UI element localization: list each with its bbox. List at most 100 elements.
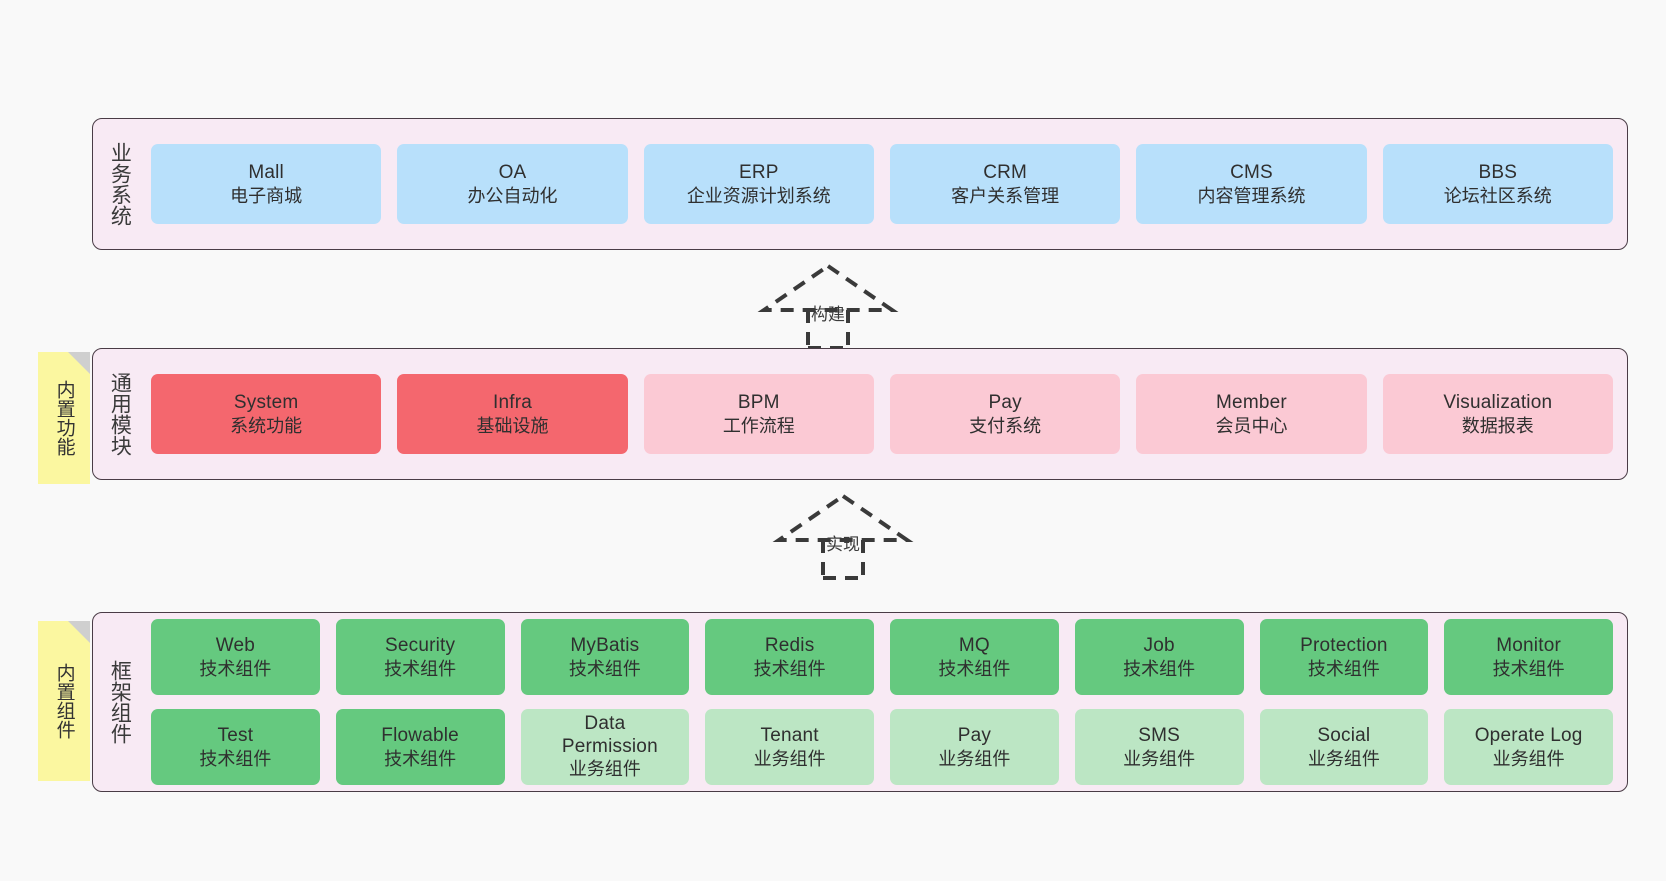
card-crm[interactable]: CRM 客户关系管理 [889,144,1121,224]
card-title: Data Permission [561,713,658,757]
card-subtitle: 企业资源计划系统 [686,185,831,206]
card-title: Test [217,724,254,746]
card-system[interactable]: System 系统功能 [151,374,382,454]
card-subtitle: 基础设施 [476,415,549,436]
card-title: Redis [764,634,815,656]
card-subtitle: 业务组件 [1307,748,1380,769]
card-member[interactable]: Member 会员中心 [1136,374,1367,454]
layer-title-common-modules: 通用模块 [108,372,132,456]
card-test[interactable]: Test 技术组件 [151,709,320,785]
card-subtitle: 内容管理系统 [1197,185,1306,206]
card-visualization[interactable]: Visualization 数据报表 [1382,374,1613,454]
sticky-note-text: 内置组件 [53,663,75,739]
card-title: Protection [1300,634,1388,656]
card-title: Job [1143,634,1175,656]
card-title: MyBatis [570,634,640,656]
card-subtitle: 支付系统 [969,415,1042,436]
card-title: ERP [738,161,779,183]
card-title: Flowable [381,724,459,746]
card-subtitle: 技术组件 [384,658,457,679]
card-sms[interactable]: SMS 业务组件 [1074,709,1244,785]
card-title: Security [385,634,456,656]
layer-panel-common-modules: 通用模块 System 系统功能 Infra 基础设施 BPM 工作流程 Pay… [92,348,1628,480]
card-row: System 系统功能 Infra 基础设施 BPM 工作流程 Pay 支付系统… [151,374,1613,454]
sticky-note-builtin-features: 内置功能 [38,352,90,484]
card-infra[interactable]: Infra 基础设施 [397,374,628,454]
card-bbs[interactable]: BBS 论坛社区系统 [1382,144,1613,224]
card-protection[interactable]: Protection 技术组件 [1259,619,1429,695]
connector-build: 构建 [757,262,899,350]
page-fold-icon [68,621,90,643]
card-title: Monitor [1496,634,1561,656]
card-title: Mall [248,161,284,183]
card-job[interactable]: Job 技术组件 [1074,619,1244,695]
card-subtitle: 业务组件 [1123,748,1196,769]
card-title: SMS [1138,724,1181,746]
card-mall[interactable]: Mall 电子商城 [151,144,382,224]
card-row: Test 技术组件 Flowable 技术组件 Data Permission … [151,709,1613,785]
layer-panel-framework-components: 框架组件 Web 技术组件 Security 技术组件 MyBatis 技术组件… [92,612,1628,792]
card-subtitle: 技术组件 [1123,658,1196,679]
card-title: System [233,391,299,413]
card-subtitle: 客户关系管理 [951,185,1060,206]
card-title: BPM [737,391,780,413]
card-tenant[interactable]: Tenant 业务组件 [705,709,874,785]
card-subtitle: 技术组件 [199,748,272,769]
card-subtitle: 技术组件 [1307,658,1380,679]
card-redis[interactable]: Redis 技术组件 [705,619,874,695]
sticky-note-text: 内置功能 [53,380,75,456]
card-title: Operate Log [1474,724,1583,746]
card-subtitle: 办公自动化 [467,185,558,206]
card-mybatis[interactable]: MyBatis 技术组件 [520,619,690,695]
card-row: Mall 电子商城 OA 办公自动化 ERP 企业资源计划系统 CRM 客户关系… [151,144,1613,224]
card-erp[interactable]: ERP 企业资源计划系统 [643,144,874,224]
card-subtitle: 电子商城 [230,185,303,206]
connector-implement: 实现 [772,492,914,580]
card-title: Infra [492,391,532,413]
layer-body-business-systems: Mall 电子商城 OA 办公自动化 ERP 企业资源计划系统 CRM 客户关系… [145,119,1627,249]
card-subtitle: 工作流程 [722,415,795,436]
card-operate-log[interactable]: Operate Log 业务组件 [1444,709,1613,785]
card-web[interactable]: Web 技术组件 [151,619,320,695]
card-subtitle: 技术组件 [568,658,641,679]
card-cms[interactable]: CMS 内容管理系统 [1136,144,1367,224]
card-bpm[interactable]: BPM 工作流程 [643,374,874,454]
card-title: Tenant [760,724,819,746]
card-subtitle: 论坛社区系统 [1443,185,1552,206]
card-pay-business[interactable]: Pay 业务组件 [890,709,1059,785]
card-social[interactable]: Social 业务组件 [1259,709,1429,785]
card-subtitle: 业务组件 [753,748,826,769]
card-pay[interactable]: Pay 支付系统 [889,374,1121,454]
card-data-permission[interactable]: Data Permission 业务组件 [520,709,690,785]
card-title: Social [1317,724,1371,746]
card-subtitle: 系统功能 [230,415,303,436]
layer-title-framework-components: 框架组件 [108,660,132,744]
card-title: CRM [983,161,1028,183]
card-subtitle: 技术组件 [753,658,826,679]
page-fold-icon [68,352,90,374]
card-flowable[interactable]: Flowable 技术组件 [335,709,505,785]
card-monitor[interactable]: Monitor 技术组件 [1444,619,1613,695]
card-title: MQ [958,634,990,656]
card-title: Pay [988,391,1022,413]
generalization-arrow-icon [772,493,914,580]
card-subtitle: 技术组件 [384,748,457,769]
card-subtitle: 数据报表 [1461,415,1534,436]
sticky-note-builtin-components: 内置组件 [38,621,90,781]
card-title: CMS [1230,161,1273,183]
card-oa[interactable]: OA 办公自动化 [397,144,628,224]
layer-title-business-systems: 业务系统 [108,142,132,226]
card-subtitle: 业务组件 [1492,748,1565,769]
card-security[interactable]: Security 技术组件 [335,619,505,695]
card-mq[interactable]: MQ 技术组件 [890,619,1059,695]
card-subtitle: 业务组件 [938,748,1011,769]
card-title: BBS [1478,161,1518,183]
card-title: Web [215,634,256,656]
layer-body-framework-components: Web 技术组件 Security 技术组件 MyBatis 技术组件 Redi… [145,613,1627,791]
connector-label-build: 构建 [811,305,845,324]
card-subtitle: 技术组件 [938,658,1011,679]
card-subtitle: 会员中心 [1215,415,1288,436]
card-subtitle: 技术组件 [199,658,272,679]
card-subtitle: 技术组件 [1492,658,1565,679]
